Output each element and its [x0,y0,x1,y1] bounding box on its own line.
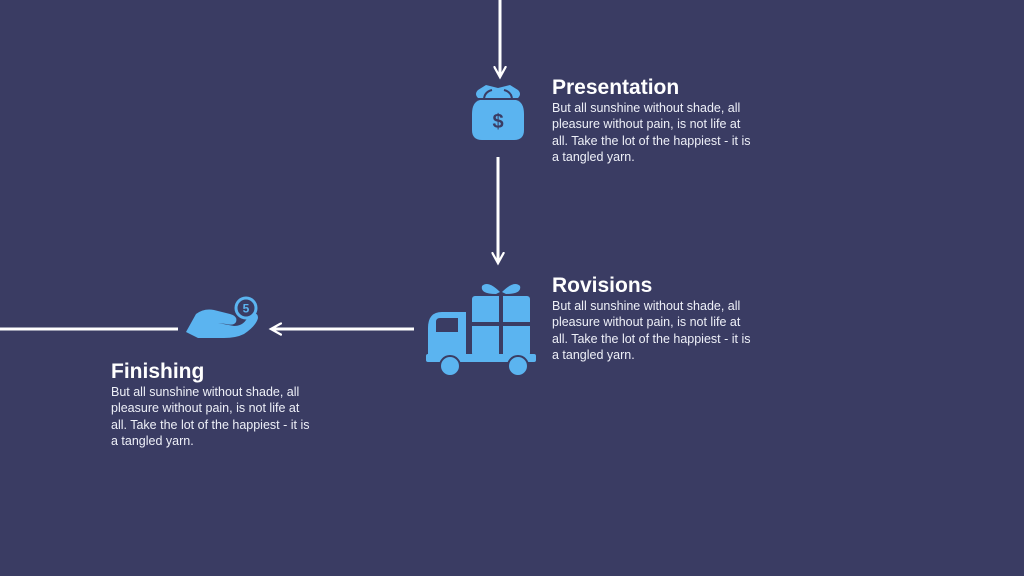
step-description: But all sunshine without shade, all plea… [552,101,751,164]
step-presentation: Presentation But all sunshine without sh… [552,76,752,165]
svg-text:$: $ [492,111,503,133]
svg-text:5: 5 [243,302,250,316]
step-finishing: Finishing But all sunshine without shade… [111,360,311,449]
step-description: But all sunshine without shade, all plea… [552,299,751,362]
delivery-truck-gift-icon [426,284,536,377]
step-rovisions: Rovisions But all sunshine without shade… [552,274,752,363]
step-title: Rovisions [552,274,653,297]
hand-coin-icon: 5 [186,296,258,338]
step-title: Finishing [111,360,205,383]
step-description: But all sunshine without shade, all plea… [111,385,310,448]
step-title: Presentation [552,76,680,99]
money-bag-icon: $ [472,85,524,140]
